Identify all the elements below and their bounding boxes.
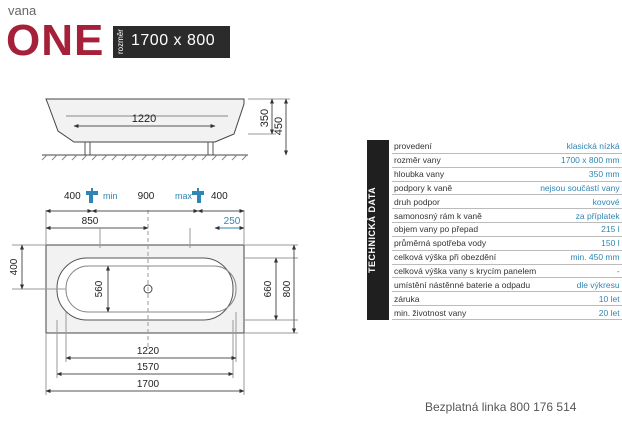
dim-400-vertical: 400 [9,258,20,275]
size-box: rozměr 1700 x 800 [113,26,230,58]
dim-1700: 1700 [137,379,160,390]
floor-hatch [41,154,248,161]
dim-1570: 1570 [137,362,160,373]
side-view [41,98,290,161]
spec-value: 1700 x 800 mm [538,153,622,168]
spec-key: hloubka vany [392,167,539,182]
spec-key: min. životnost vany [392,305,539,320]
spec-value: - [538,264,622,279]
top-view [12,209,298,395]
dim-850: 850 [82,216,99,227]
dim-900: 900 [138,191,155,202]
cold-tap-icon [86,188,98,203]
brand-prefix: vana [8,3,37,18]
tech-data-title: TECHNICKÁ DATA [367,186,377,274]
dim-800: 800 [282,280,293,297]
dim-560: 560 [94,280,105,297]
spec-key: samonosný rám k vaně [392,208,539,224]
dim-400-right: 400 [211,191,228,202]
spec-value: dle výkresu [538,277,622,293]
tap-max-label: max [175,191,193,201]
spec-value: kovové [538,194,622,210]
spec-value: klasická nízká [538,140,622,154]
spec-value: za příplatek [538,208,622,224]
hot-tap-icon [192,188,204,203]
spec-key: průměrná spotřeba vody [392,236,539,251]
dim-450: 450 [273,117,285,135]
spec-key: objem vany po přepad [392,222,539,237]
spec-key: provedení [392,140,539,154]
spec-value: 10 let [538,291,622,307]
spec-value: 350 mm [538,167,622,182]
table-row: celková výška vany s krycím panelem- [392,264,622,279]
spec-key: podpory k vaně [392,181,539,196]
spec-key: celková výška při obezdění [392,250,539,265]
spec-value: min. 450 mm [538,250,622,265]
dim-660: 660 [263,280,274,297]
spec-value: 215 l [538,222,622,237]
dim-250: 250 [224,216,241,227]
dim-1220-bottom: 1220 [137,346,160,357]
tech-data-sidebar: TECHNICKÁ DATA [367,140,389,320]
tap-min-label: min [103,191,118,201]
hotline: Bezplatná linka 800 176 514 [425,400,577,414]
dim-1220-side: 1220 [132,113,156,125]
spec-key: rozměr vany [392,153,539,168]
spec-key: druh podpor [392,194,539,210]
tub-side-profile [45,98,245,143]
brand-name: ONE [6,16,105,65]
dim-400-left: 400 [64,191,81,202]
dim-350: 350 [259,109,271,127]
spec-key: celková výška vany s krycím panelem [392,264,539,279]
spec-value: 150 l [538,236,622,251]
spec-key: umístění nástěnné baterie a odpadu [392,277,539,293]
spec-key: záruka [392,291,539,307]
size-box-value: 1700 x 800 [131,32,216,49]
spec-value: nejsou součástí vany [538,181,622,196]
spec-value: 20 let [538,305,622,320]
